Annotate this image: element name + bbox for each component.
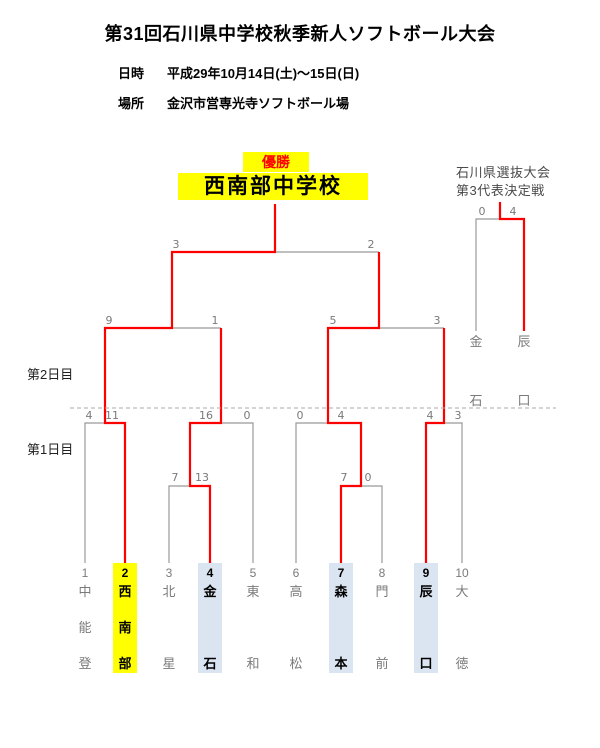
team-char: 石 bbox=[203, 656, 217, 671]
path-team9-winner bbox=[424, 328, 446, 563]
team-column-3: 3 北 星 bbox=[157, 563, 181, 673]
score-qf3-right: 4 bbox=[338, 409, 345, 422]
score-semileft-right: 1 bbox=[212, 314, 219, 327]
team-number: 1 bbox=[81, 566, 89, 580]
path-team5-loss bbox=[221, 422, 254, 563]
team-char: 辰 bbox=[419, 584, 433, 599]
score-semiright-right: 3 bbox=[434, 314, 441, 327]
score-qf1-left: 4 bbox=[86, 409, 93, 422]
team-char: 森 bbox=[334, 584, 348, 599]
team-column-7: 7 森 本 bbox=[329, 563, 353, 673]
day1-label: 第1日目 bbox=[27, 442, 74, 457]
score-semiright-left: 5 bbox=[330, 314, 337, 327]
score-side-right: 4 bbox=[510, 205, 517, 218]
team-char: 高 bbox=[289, 584, 303, 599]
path-team8-loss bbox=[361, 485, 383, 563]
team-char: 星 bbox=[162, 656, 176, 671]
team-char: 金 bbox=[203, 584, 217, 599]
team-char: 北 bbox=[162, 584, 176, 599]
side-right-team-char: 辰 bbox=[517, 334, 531, 349]
team-char: 部 bbox=[118, 656, 132, 671]
venue-label: 場所 bbox=[118, 96, 145, 111]
team-char: 門 bbox=[375, 584, 389, 599]
team-column-9: 9 辰 口 bbox=[414, 563, 438, 673]
champion-label-box: 優勝 bbox=[243, 152, 309, 172]
team-number: 3 bbox=[165, 566, 173, 580]
team-char: 登 bbox=[78, 656, 92, 671]
team-column-10: 10 大 徳 bbox=[450, 563, 474, 673]
team-column-1: 1 中 能 登 bbox=[73, 563, 97, 673]
day2-label: 第2日目 bbox=[27, 367, 74, 382]
team-number: 7 bbox=[337, 566, 345, 580]
loser-paths bbox=[84, 218, 500, 563]
team-number: 2 bbox=[121, 566, 129, 580]
score-qf2-left: 16 bbox=[199, 409, 213, 422]
score-final-left: 3 bbox=[173, 238, 180, 251]
team-column-2-champion: 2 西 南 部 bbox=[113, 563, 137, 673]
venue-value: 金沢市営専光寺ソフトボール場 bbox=[167, 96, 350, 111]
path-team1-loss bbox=[84, 422, 105, 563]
champion-name-box: 西南部中学校 bbox=[178, 173, 368, 200]
team-char: 本 bbox=[334, 656, 348, 671]
score-qf2-right: 0 bbox=[244, 409, 251, 422]
side-left-team-char: 金 bbox=[469, 334, 483, 349]
team-column-6: 6 高 松 bbox=[284, 563, 308, 673]
path-team2-champion bbox=[103, 204, 277, 563]
path-team7-winner bbox=[326, 252, 381, 563]
team-char: 東 bbox=[246, 584, 260, 599]
path-team4-winner bbox=[188, 328, 223, 563]
team-char: 中 bbox=[78, 584, 92, 599]
team-char: 大 bbox=[455, 584, 469, 599]
path-side-left-loss bbox=[475, 218, 500, 331]
team-char: 前 bbox=[375, 656, 389, 671]
score-playinleft-right: 13 bbox=[195, 471, 209, 484]
champion-label: 優勝 bbox=[262, 154, 290, 170]
team-column-8: 8 門 前 bbox=[370, 563, 394, 673]
team-char: 徳 bbox=[455, 656, 469, 671]
score-qf4-right: 3 bbox=[455, 409, 462, 422]
champion-name: 西南部中学校 bbox=[204, 175, 342, 198]
team-number: 9 bbox=[422, 566, 430, 580]
team-number: 10 bbox=[455, 566, 469, 580]
score-qf3-left: 0 bbox=[297, 409, 304, 422]
side-tournament-title-line1: 石川県選抜大会 bbox=[456, 165, 551, 180]
team-char: 松 bbox=[289, 656, 303, 671]
score-playinleft-left: 7 bbox=[172, 471, 179, 484]
side-left-team-char: 石 bbox=[469, 393, 483, 408]
score-qf1-right: 11 bbox=[105, 409, 119, 422]
score-qf4-left: 4 bbox=[427, 409, 434, 422]
page-title: 第31回石川県中学校秋季新人ソフトボール大会 bbox=[104, 24, 496, 44]
score-semileft-left: 9 bbox=[106, 314, 113, 327]
team-number: 5 bbox=[249, 566, 257, 580]
team-number: 8 bbox=[378, 566, 386, 580]
path-team10-loss bbox=[444, 422, 463, 563]
team-char: 南 bbox=[118, 620, 132, 635]
team-char: 和 bbox=[246, 656, 260, 671]
date-label: 日時 bbox=[118, 66, 145, 81]
team-char: 西 bbox=[118, 584, 132, 599]
team-char: 能 bbox=[78, 620, 92, 635]
score-final-right: 2 bbox=[368, 238, 375, 251]
path-team6-loss bbox=[295, 422, 328, 563]
path-side-right-winner bbox=[498, 202, 526, 331]
winner-paths bbox=[103, 202, 526, 563]
team-number: 6 bbox=[292, 566, 300, 580]
score-side-left: 0 bbox=[479, 205, 486, 218]
side-right-team-char: 口 bbox=[517, 393, 531, 408]
path-team3-loss bbox=[168, 485, 190, 563]
side-tournament-title-line2: 第3代表決定戦 bbox=[456, 183, 545, 198]
team-column-5: 5 東 和 bbox=[241, 563, 265, 673]
team-number: 4 bbox=[206, 566, 214, 580]
score-playinright-left: 7 bbox=[341, 471, 348, 484]
score-playinright-right: 0 bbox=[365, 471, 372, 484]
team-char: 口 bbox=[419, 656, 433, 671]
date-value: 平成29年10月14日(土)～15日(日) bbox=[167, 66, 360, 81]
team-column-4: 4 金 石 bbox=[198, 563, 222, 673]
